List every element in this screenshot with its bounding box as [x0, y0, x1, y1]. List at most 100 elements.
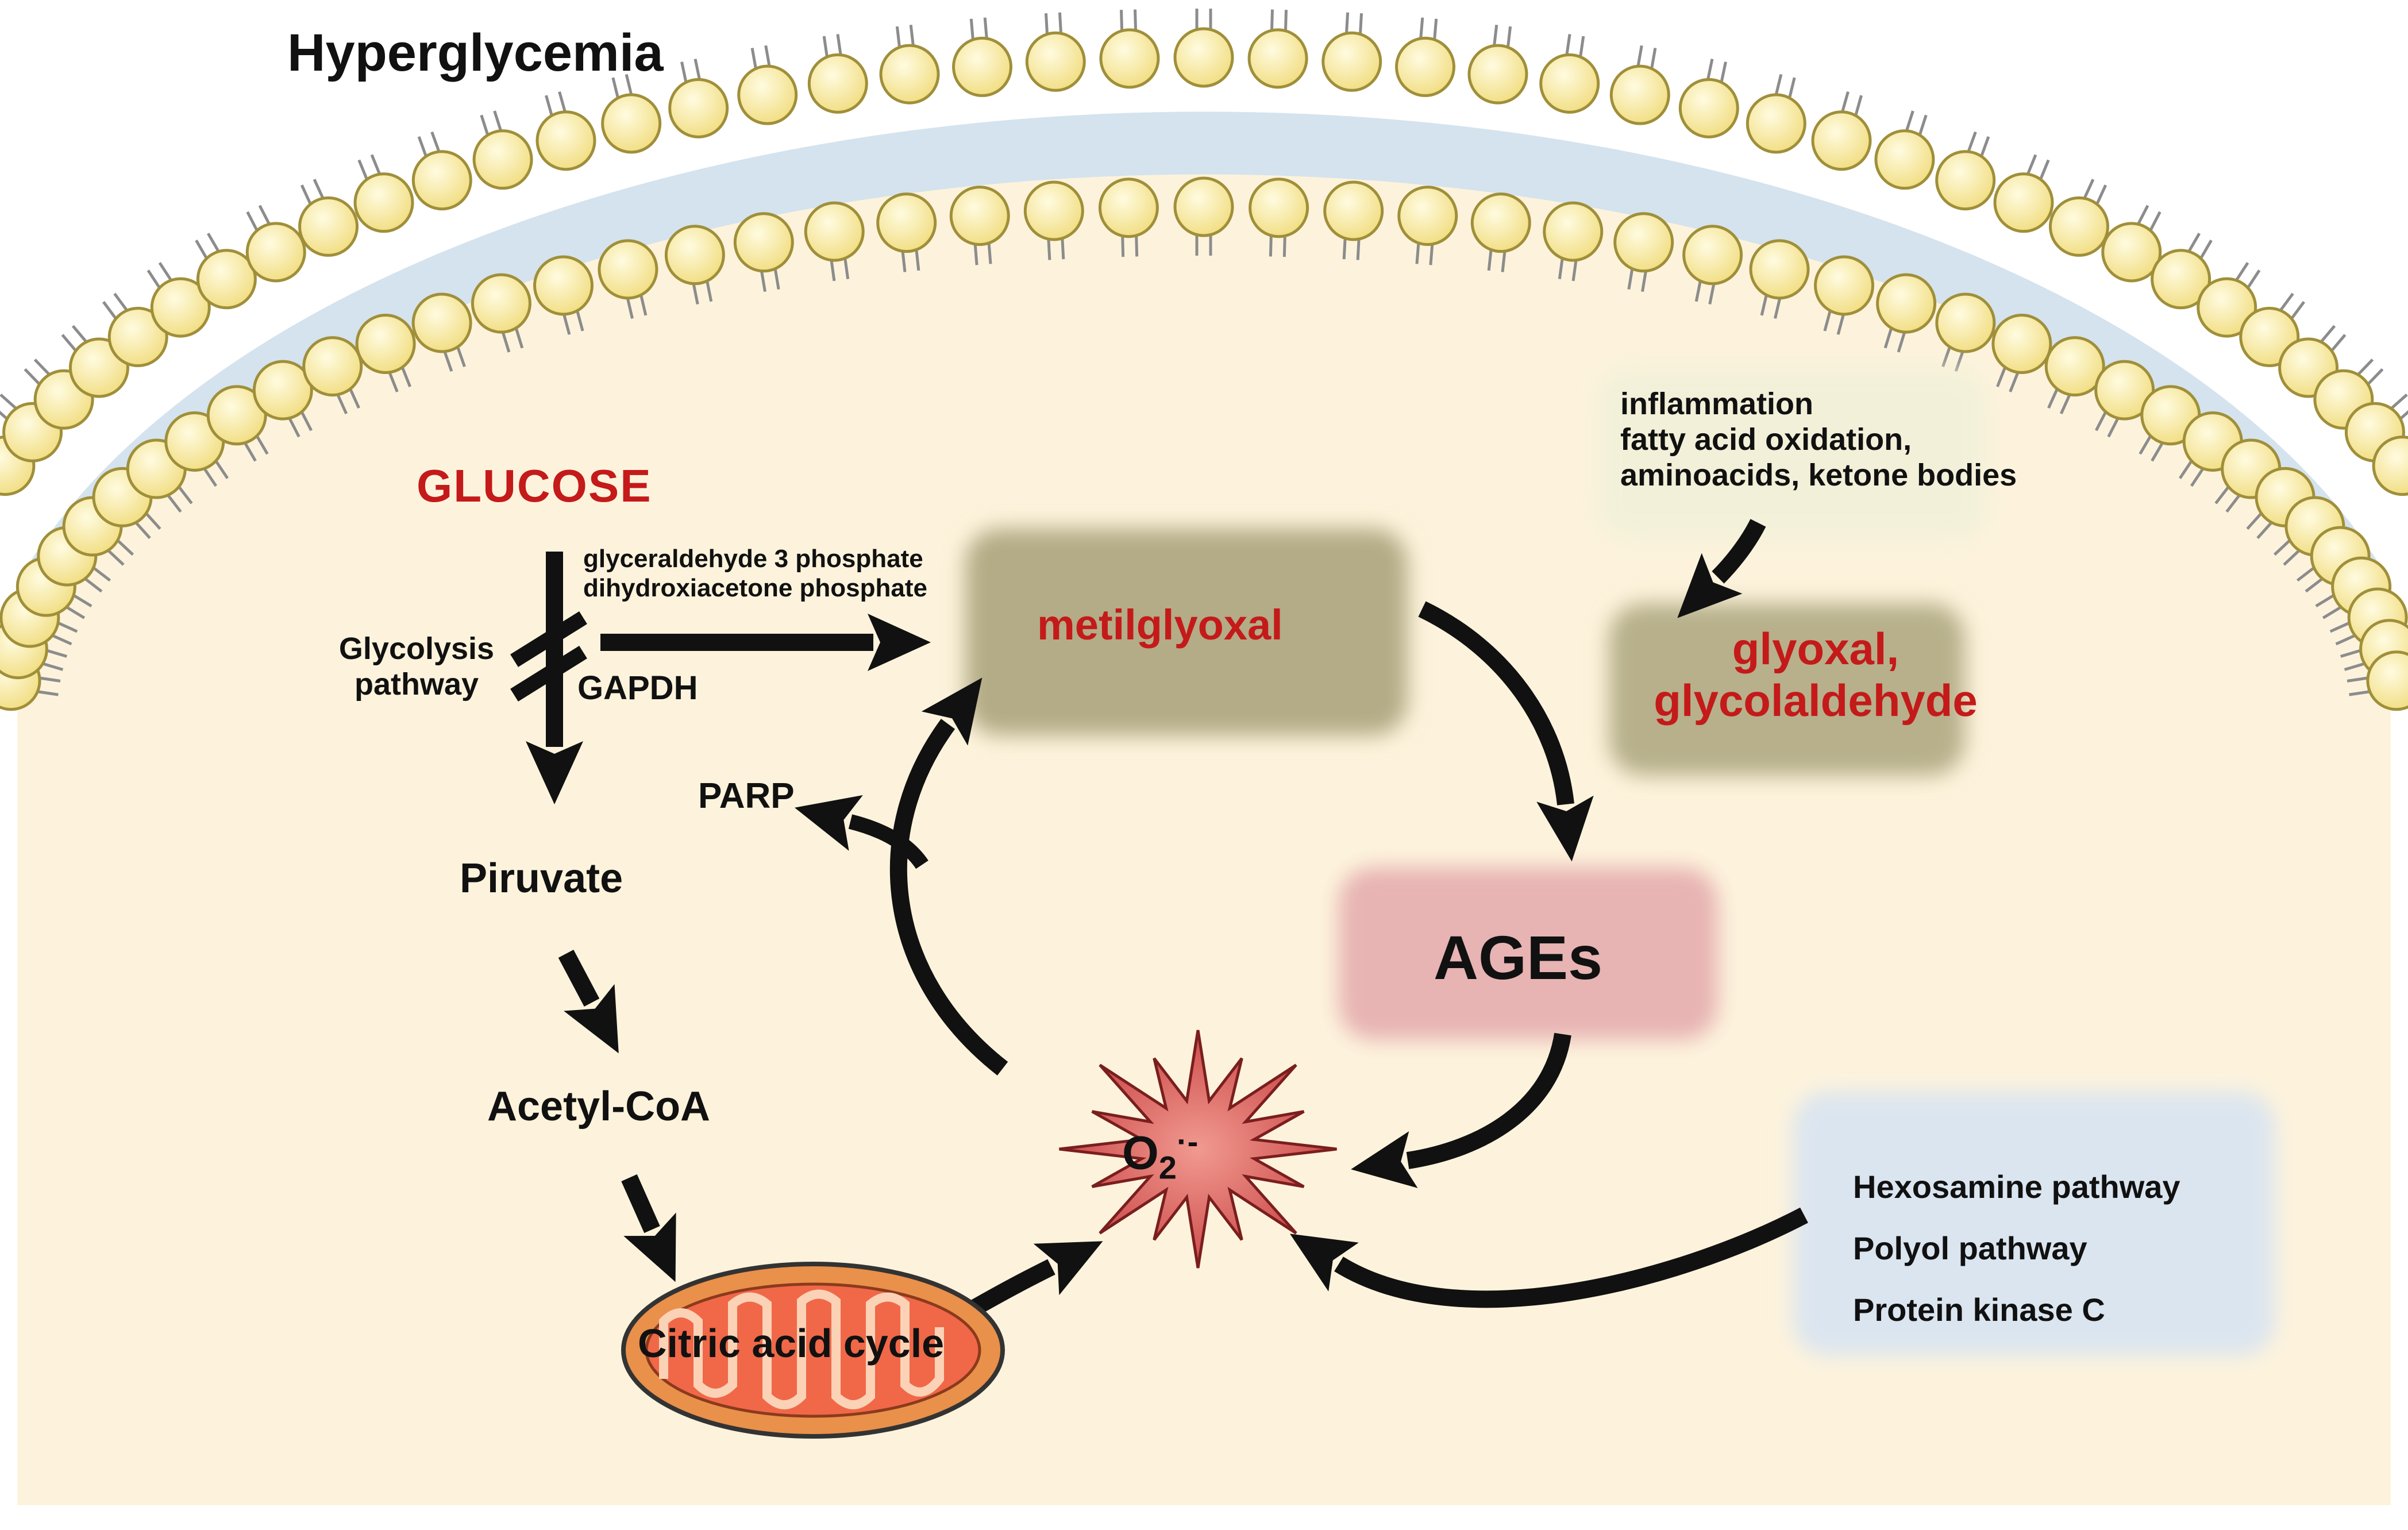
lipid-head [733, 212, 794, 273]
lipid-head [1613, 212, 1674, 273]
arrow-sources-to-glyoxal [1677, 519, 1766, 618]
lipid-head [1098, 178, 1159, 238]
arrow-piruvate-to-acetyl [558, 949, 619, 1054]
gapdh-label: GAPDH [577, 669, 698, 707]
mitochondrion-cristae [659, 1289, 944, 1409]
piruvate-label: Piruvate [460, 855, 623, 901]
lipid-head [876, 192, 937, 253]
metilglyoxal-label: metilglyoxal [1037, 601, 1283, 649]
title: Hyperglycemia [287, 24, 664, 82]
superoxide-label: O2·- [1122, 1123, 1198, 1186]
arrows [510, 519, 1808, 1318]
lipid-head [1023, 180, 1084, 241]
lipid-head [1249, 178, 1309, 238]
lipid-head [1397, 186, 1458, 246]
ages-highlight [1339, 868, 1718, 1040]
acetyl-coa-label: Acetyl-CoA [487, 1084, 711, 1130]
lipid-head [533, 255, 594, 316]
lipid-head [355, 314, 416, 375]
lipid-head [952, 36, 1013, 97]
pathway-polyol: Polyol pathway [1853, 1230, 2087, 1266]
glucose-label: GLUCOSE [417, 460, 652, 511]
lipid-head [1814, 255, 1875, 316]
glycolysis-line-2: pathway [354, 667, 479, 702]
ages-label: AGEs [1434, 923, 1603, 992]
lipid-head [1173, 176, 1234, 237]
glyoxal-label: glyoxal, glycolaldehyde [1643, 623, 1988, 726]
lipid-head [1539, 53, 1600, 114]
lipid-head [353, 172, 414, 233]
arrow-ages-to-superoxide [1351, 1032, 1571, 1188]
lipid-head [1678, 78, 1739, 138]
superoxide-sub: 2 [1158, 1149, 1177, 1186]
lipid-head [1935, 150, 1996, 211]
glyoxal-highlight [1609, 603, 1965, 776]
lipid-head [1323, 180, 1384, 241]
lipid-head [1876, 273, 1937, 334]
lipid-head [206, 385, 267, 446]
lipid-head [1609, 64, 1670, 125]
gapdh-block-mark-1 [510, 611, 587, 668]
lipid-head [2372, 436, 2408, 496]
parp-label: PARP [698, 776, 795, 816]
lipid-head [411, 150, 472, 211]
glyoxal-line-2: glycolaldehyde [1654, 675, 1978, 726]
mitochondrion [621, 1262, 1005, 1439]
glyoxal-line-1: glyoxal, [1732, 623, 1900, 674]
superoxide-base: O [1122, 1127, 1159, 1180]
sources-line-1: inflammation [1620, 387, 1814, 421]
lipid-head [535, 110, 596, 171]
lipid-heads [0, 27, 2408, 711]
lipid-head [737, 64, 798, 125]
lipid-head [1935, 292, 1996, 353]
lipid-head [302, 336, 363, 397]
lipid-head [1025, 31, 1086, 92]
lipid-head [2151, 249, 2211, 310]
lipid-head [471, 273, 531, 334]
lipid-head [1470, 192, 1531, 253]
lipid-head [664, 225, 725, 286]
glycolysis-label: Glycolysis pathway [322, 631, 511, 702]
triose-label: glyceraldehyde 3 phosphate dihydroxiacet… [583, 545, 927, 603]
lipid-head [1991, 314, 2052, 375]
pathway-hexosamine: Hexosamine pathway [1853, 1169, 2180, 1205]
lipid-head [1321, 31, 1382, 92]
lipid-head [2101, 222, 2162, 283]
sources-line-2: fatty acid oxidation, [1620, 422, 1912, 457]
lipid-head [1543, 201, 1604, 262]
sources-label: inflammation fatty acid oxidation, amino… [1620, 386, 2017, 493]
arrow-metilglyoxal-to-ages [1418, 601, 1594, 862]
pathways-highlight [1793, 1092, 2275, 1356]
lipid-head [804, 201, 865, 262]
arrow-superoxide-to-metilglyoxal [890, 677, 1008, 1076]
lipid-head [2048, 196, 2109, 257]
lipid-head [598, 239, 658, 300]
lipid-head [1099, 28, 1160, 89]
lipid-head [1874, 129, 1935, 190]
lipid-head [1682, 225, 1743, 286]
lipid-head [150, 277, 211, 338]
arrow-pathways-to-superoxide [1289, 1207, 1808, 1308]
arrow-acetyl-to-mito [621, 1174, 676, 1282]
arrow-branch-to-parp [794, 795, 928, 869]
pathways-list: Hexosamine pathway Polyol pathway Protei… [1853, 1156, 2180, 1340]
lipid-head [668, 78, 729, 138]
lipid-head [411, 292, 472, 353]
lipid-head [252, 360, 313, 421]
lipid-head [1746, 93, 1806, 154]
triose-line-2: dihydroxiacetone phosphate [583, 573, 927, 602]
lipid-head [2044, 336, 2105, 397]
citric-acid-cycle-label: Citric acid cycle [638, 1321, 945, 1366]
lipid-head [196, 249, 257, 310]
lipid-head [472, 129, 533, 190]
lipid-head [245, 222, 306, 283]
lipid-head [107, 307, 168, 368]
lipid-head [807, 53, 868, 114]
lipid-head [601, 93, 662, 154]
lipid-head [298, 196, 359, 257]
lipid-head [1749, 239, 1810, 300]
superoxide-burst [1059, 1030, 1337, 1269]
superoxide-sup: ·- [1176, 1123, 1199, 1159]
lipid-head [879, 44, 940, 105]
